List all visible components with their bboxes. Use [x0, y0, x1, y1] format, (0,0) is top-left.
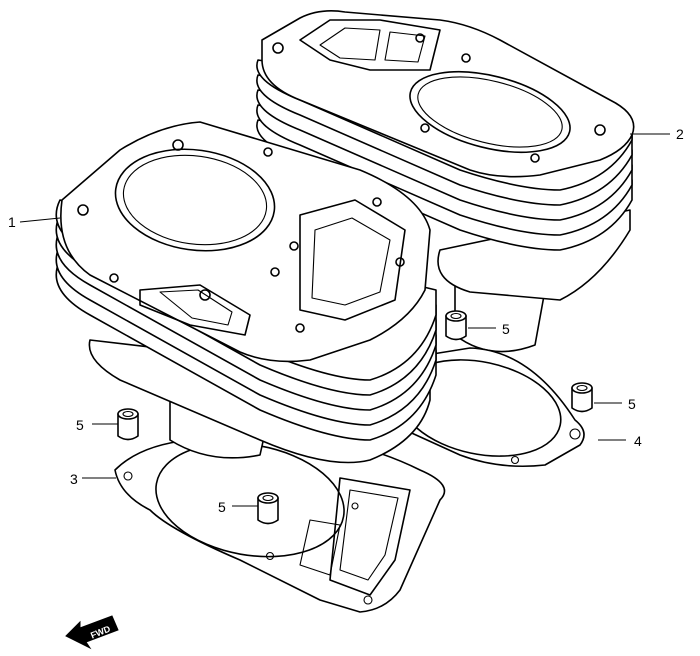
callout-2: 2: [676, 126, 684, 142]
rear-cylinder: [256, 10, 635, 353]
dowel-pin-lower: [257, 492, 279, 525]
callout-3: 3: [70, 471, 78, 487]
dowel-pin-right: [571, 382, 593, 413]
callout-5-upper: 5: [502, 321, 510, 337]
callout-4: 4: [634, 433, 642, 449]
front-base-gasket: [114, 439, 446, 613]
dowel-pin-left: [117, 408, 139, 441]
forward-arrow-icon: FWD: [65, 615, 119, 650]
callout-5-right: 5: [628, 396, 636, 412]
callout-1: 1: [8, 214, 16, 230]
callout-5-left: 5: [76, 417, 84, 433]
front-cylinder: [55, 121, 437, 464]
leader-lines: [19, 133, 670, 507]
callout-5-lower: 5: [218, 499, 226, 515]
dowel-pin-upper-rear: [445, 310, 467, 341]
